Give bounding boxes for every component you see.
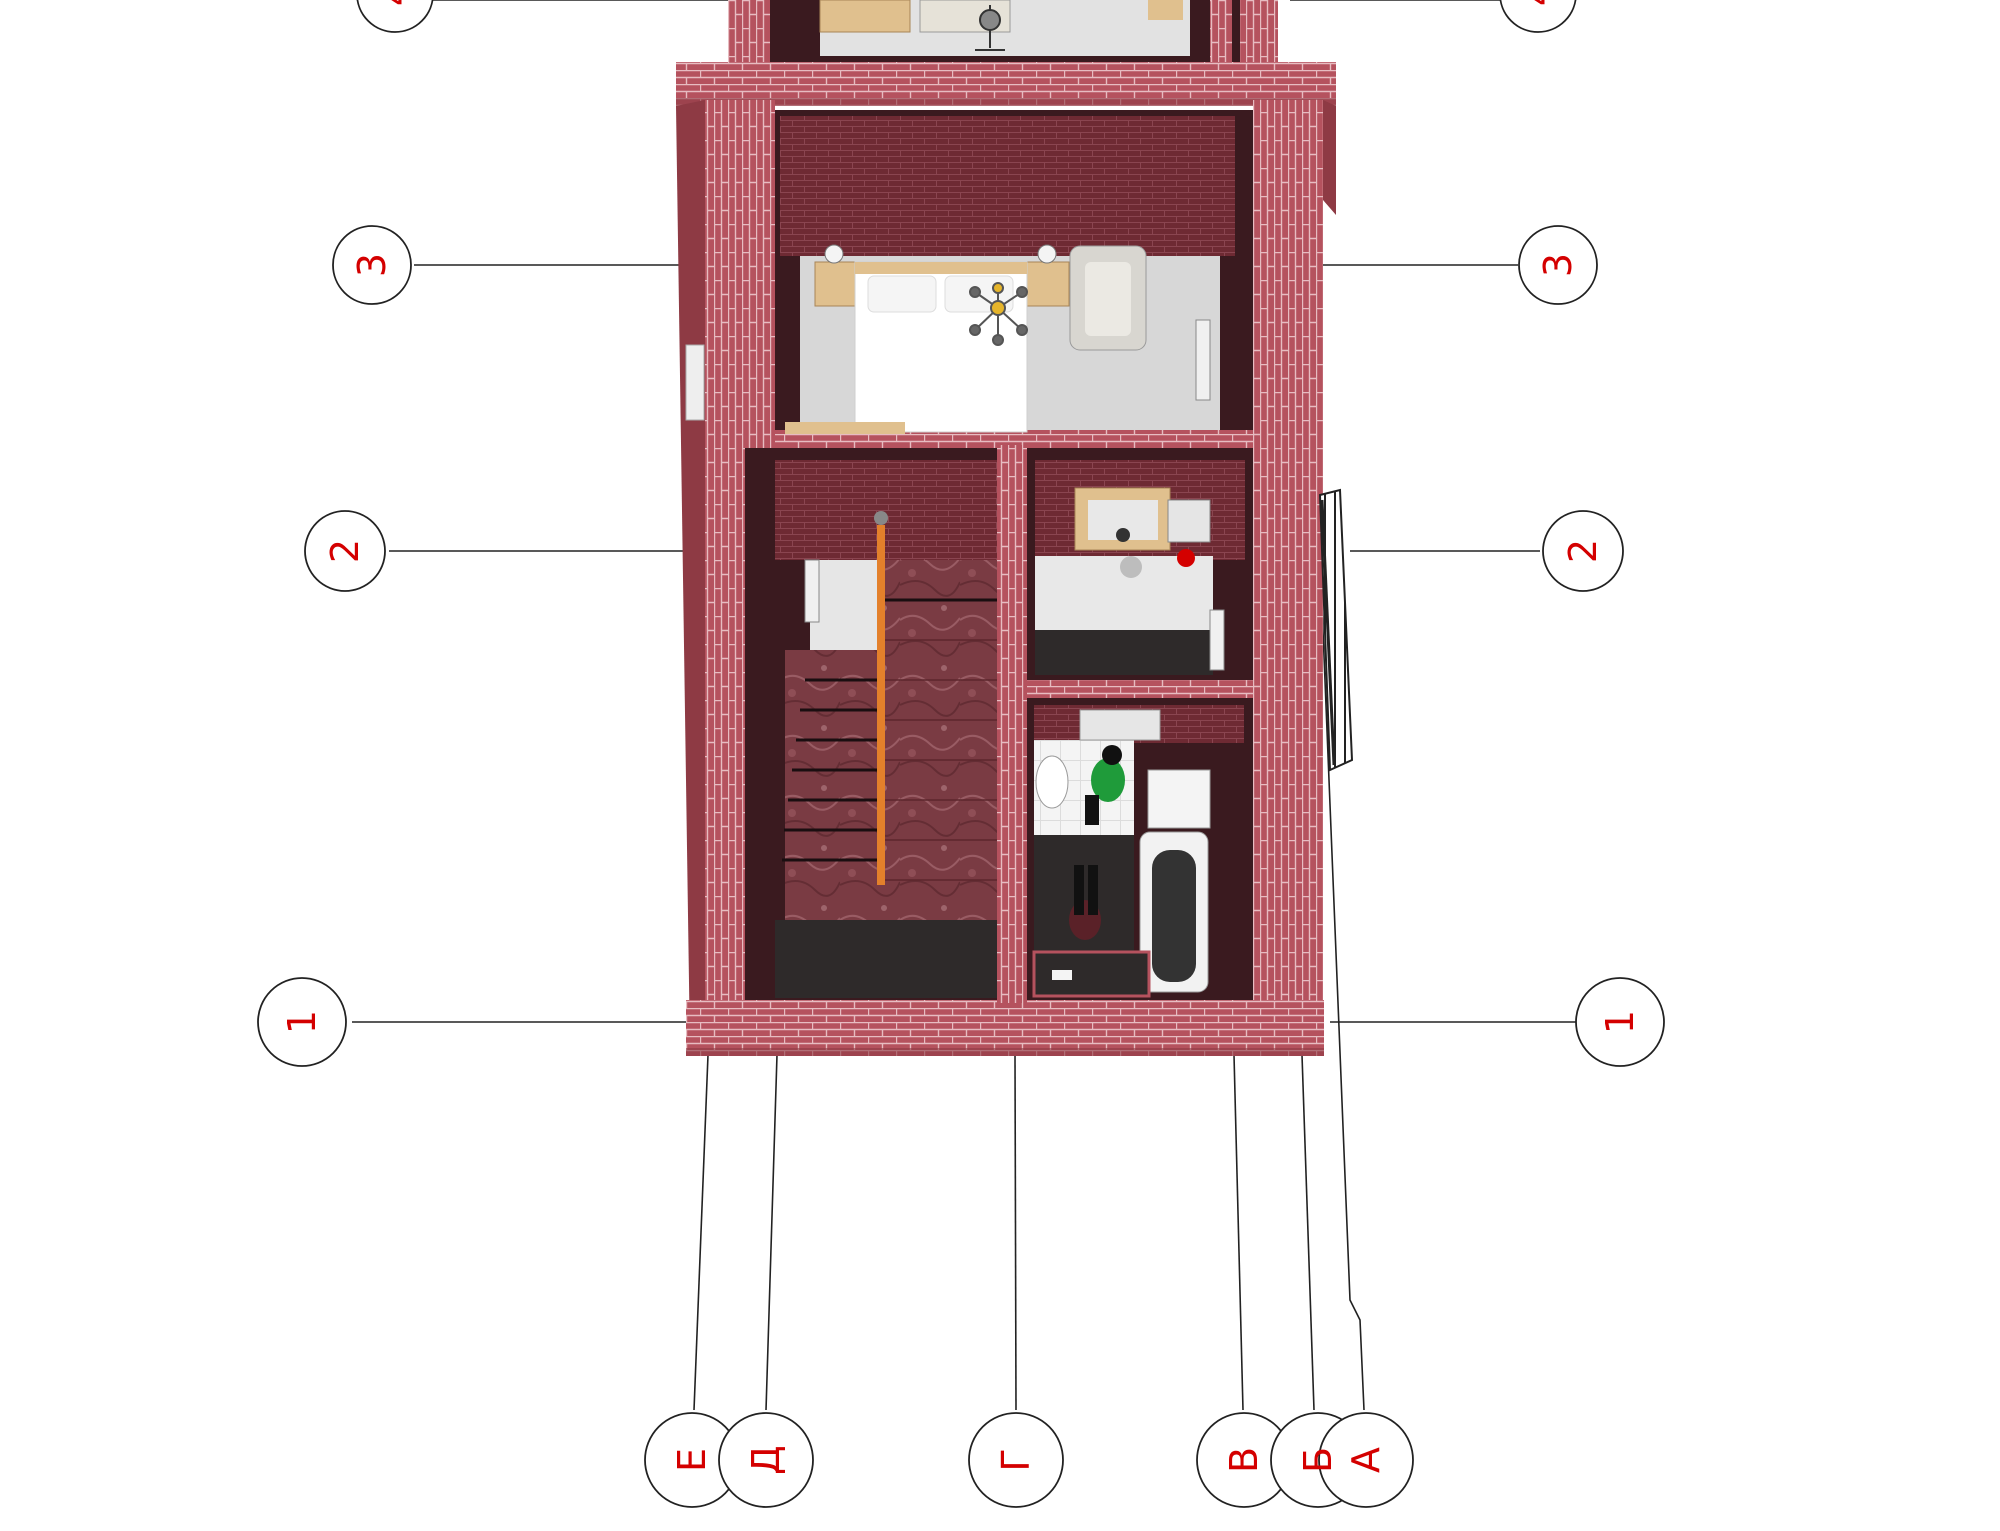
bath-shelf [1032, 950, 1151, 998]
nightstand-right [1026, 261, 1070, 307]
room-bathroom [1027, 698, 1253, 1000]
axis-labels: 1 2 3 4 1 2 3 4 Е Д Г В Б А [280, 0, 1642, 1475]
axis-label-2-left: 2 [323, 539, 367, 563]
room-stair-hall [745, 448, 997, 1000]
person-dark-icon [1069, 865, 1101, 940]
left-window-sill [685, 344, 705, 421]
axis-label-b: Б [1296, 1447, 1340, 1473]
axis-label-v: В [1222, 1447, 1266, 1473]
toilet-icon [1147, 769, 1211, 829]
axis-label-2-right: 2 [1561, 539, 1605, 563]
axis-label-4-left: 4 [373, 0, 417, 6]
boiler-icon [1167, 499, 1211, 543]
handrail-icon [874, 511, 888, 885]
axis-label-d: Д [744, 1445, 788, 1475]
armchair-icon [1069, 245, 1147, 351]
axis-label-1-right: 1 [1598, 1010, 1642, 1034]
desk-icon [785, 422, 905, 434]
floor-drain-icon [1120, 556, 1142, 578]
upper-section [728, 0, 1278, 70]
chandelier-icon [969, 282, 1028, 346]
axis-label-g: Г [994, 1448, 1038, 1471]
axis-label-1-left: 1 [280, 1010, 324, 1034]
room-utility [1027, 448, 1253, 680]
axis-label-3-right: 3 [1536, 253, 1580, 277]
radiator-hall-icon [804, 559, 820, 623]
radiator-icon [1195, 319, 1211, 401]
axis-label-e: Е [670, 1448, 714, 1472]
axis-label-a: А [1344, 1447, 1388, 1473]
chair-icon [975, 5, 1005, 51]
partition-wall-vertical [997, 445, 1027, 1003]
right-outer-wall [1253, 100, 1323, 1050]
room-bedroom [775, 110, 1253, 448]
axis-bubbles [257, 0, 1665, 1508]
left-wall-shadow [676, 100, 705, 1050]
right-wall-shadow [1323, 100, 1336, 215]
lamp-right-icon [1037, 244, 1057, 264]
staircase-icon [782, 598, 997, 881]
partition-wall-utility [1027, 680, 1253, 698]
bottom-outer-wall [686, 1000, 1324, 1056]
nightstand-left [814, 261, 858, 307]
door-bathroom [1079, 709, 1161, 741]
fire-extinguisher-icon [1177, 549, 1195, 567]
axis-label-4-right: 4 [1516, 0, 1560, 6]
balcony-railing-icon [1318, 488, 1354, 772]
person-green-icon [1085, 745, 1125, 825]
bathtub-icon [1139, 831, 1209, 993]
axis-label-3-left: 3 [350, 253, 394, 277]
lamp-left-icon [824, 244, 844, 264]
sink-icon [1035, 755, 1069, 809]
axis-lines [352, 0, 1576, 1411]
